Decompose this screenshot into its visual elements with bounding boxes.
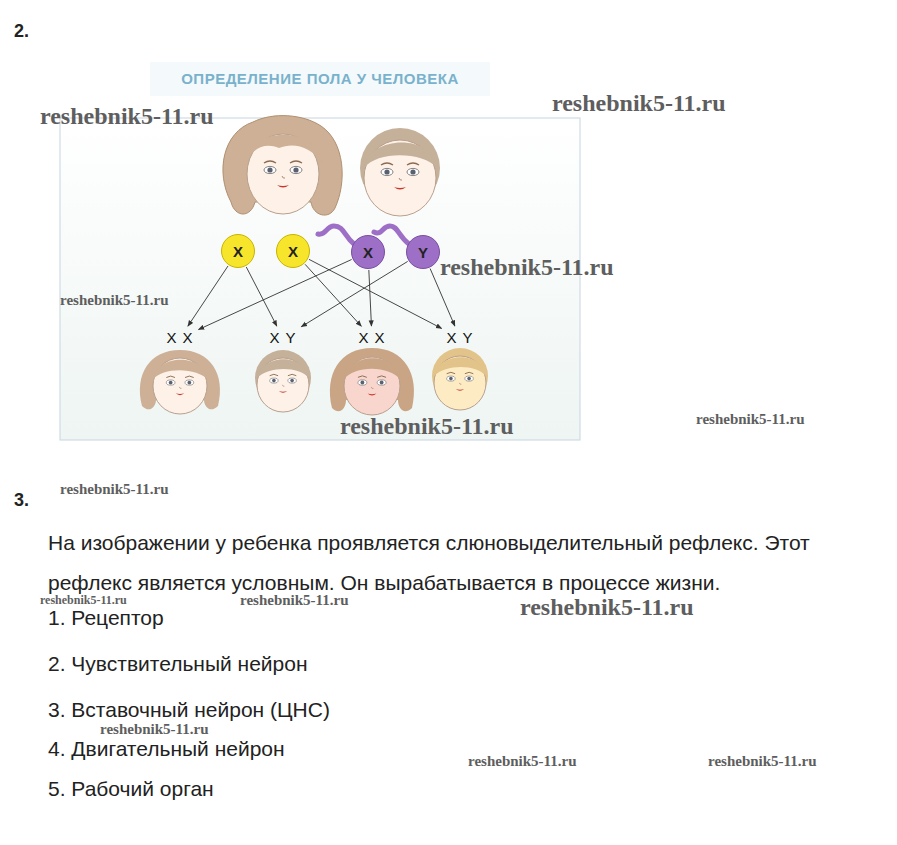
chromosome-letter: Y (418, 245, 428, 260)
genotype-label: X Y (266, 327, 301, 349)
chromosome-letter: X (233, 244, 243, 259)
son-face (255, 350, 311, 412)
watermark: reshebnik5-11.ru (696, 410, 805, 429)
list-item: 4. Двигательный нейрон (48, 736, 285, 762)
list-item: 3. Вставочный нейрон (ЦНС) (48, 697, 330, 723)
sperm-cell: Y (406, 235, 440, 269)
sperm-tail (318, 226, 354, 244)
list-item: 5. Рабочий орган (48, 776, 214, 802)
genotype-label: X Y (443, 327, 478, 349)
egg-cell: X (276, 234, 310, 268)
watermark: reshebnik5-11.ru (520, 592, 694, 622)
watermark: reshebnik5-11.ru (468, 752, 577, 771)
genotype-label: X X (162, 327, 197, 349)
egg-cell: X (221, 234, 255, 268)
genotype-text: X Y (447, 329, 474, 346)
list-item: 1. Рецептор (48, 605, 164, 631)
watermark: reshebnik5-11.ru (40, 101, 214, 131)
task-number: 3. (14, 489, 29, 512)
genotype-label: X X (354, 327, 389, 349)
watermark: reshebnik5-11.ru (440, 252, 614, 282)
genotype-text: X X (166, 329, 193, 346)
father-face (360, 128, 440, 216)
watermark: reshebnik5-11.ru (60, 480, 169, 499)
inheritance-arrow (188, 266, 228, 326)
watermark: reshebnik5-11.ru (708, 752, 817, 771)
list-item: 2. Чувствительный нейрон (48, 651, 308, 677)
son-face (432, 348, 488, 410)
watermark: reshebnik5-11.ru (40, 593, 127, 608)
task-number: 2. (14, 20, 29, 43)
answer-text: На изображении у ребенка проявляется слю… (48, 523, 893, 603)
watermark: reshebnik5-11.ru (552, 88, 726, 118)
inheritance-arrow (246, 267, 277, 326)
diagram-title: ОПРЕДЕЛЕНИЕ ПОЛА У ЧЕЛОВЕКА (181, 70, 459, 87)
watermark: reshebnik5-11.ru (340, 411, 514, 441)
inheritance-arrow (301, 261, 407, 326)
chromosome-letter: X (363, 245, 373, 260)
chromosome-letter: X (288, 244, 298, 259)
watermark: reshebnik5-11.ru (240, 591, 349, 610)
watermark: reshebnik5-11.ru (100, 720, 209, 739)
mother-face (223, 116, 342, 216)
inheritance-arrow (309, 259, 442, 328)
inheritance-arrow (369, 270, 372, 326)
genotype-text: X Y (270, 329, 297, 346)
watermark: reshebnik5-11.ru (60, 291, 169, 310)
daughter-face (140, 350, 220, 414)
inheritance-arrow (305, 264, 361, 326)
genotype-text: X X (358, 329, 385, 346)
sperm-cell: X (351, 235, 385, 269)
title-band (150, 62, 490, 96)
daughter-face (330, 348, 414, 415)
